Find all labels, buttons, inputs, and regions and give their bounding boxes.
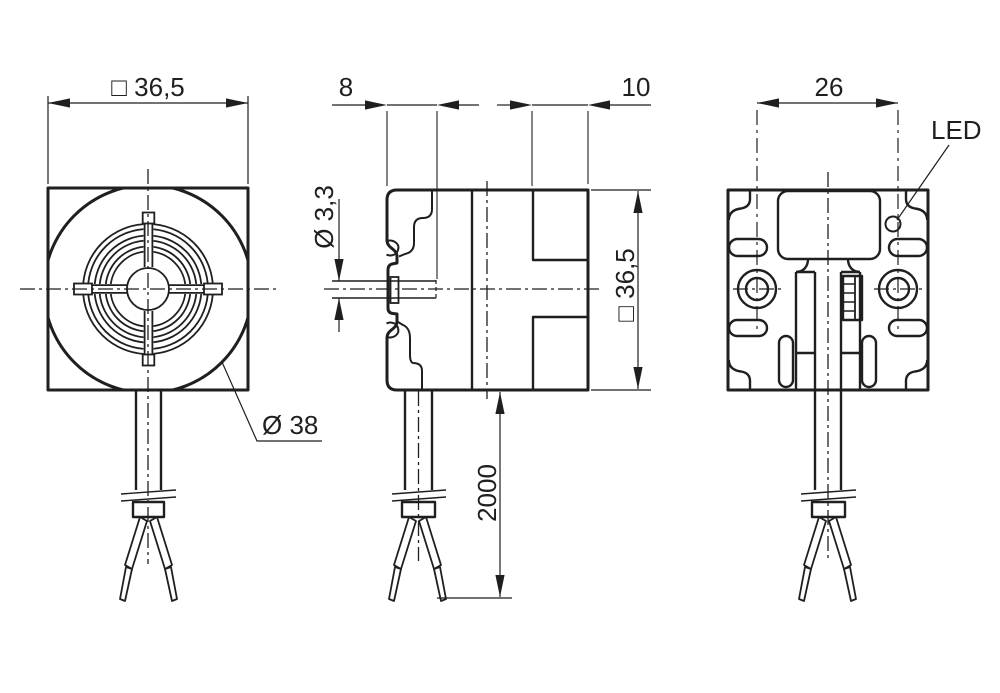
side-body-outline	[385, 188, 590, 392]
hole-spacing-dimension: 26	[756, 72, 899, 331]
side-height-dimension: □ 36,5	[591, 189, 651, 391]
rear-cable	[798, 390, 857, 602]
diameter-38-label: Ø 38	[262, 410, 318, 440]
side-cable	[388, 390, 447, 602]
led-label: LED	[931, 115, 982, 145]
rear-view: LED 26	[726, 72, 982, 602]
rear-cable-clamp	[794, 270, 864, 390]
side-height-dimension-label: □ 36,5	[610, 248, 640, 322]
led-callout: LED	[896, 115, 982, 221]
side-view: 8 10 Ø 3,3 □ 36,5	[309, 72, 651, 602]
diameter-38-callout: Ø 38	[221, 361, 322, 442]
cable-length-2000-label: 2000	[472, 464, 502, 522]
side-mounting-groove	[531, 190, 588, 390]
rear-terminal-cover	[776, 189, 882, 261]
depth-8-dimension-label: 8	[339, 72, 353, 102]
front-cable	[119, 390, 178, 602]
cable-length-dimension: 2000	[437, 392, 512, 599]
hole-spacing-26-label: 26	[815, 72, 844, 102]
side-hole-dimension: Ø 3,3	[309, 185, 344, 332]
front-view: □ 36,5 Ø 38	[20, 72, 322, 602]
front-width-dimension-label: □ 36,5	[111, 72, 185, 102]
hole-3-3-dimension-label: Ø 3,3	[309, 185, 339, 249]
rear-relief-slots	[727, 237, 929, 389]
front-width-dimension: □ 36,5	[47, 72, 249, 184]
led-indicator	[884, 215, 902, 233]
slot-10-dimension-label: 10	[622, 72, 651, 102]
side-depth-8-dimension: 8	[332, 72, 479, 279]
side-slot-10-dimension: 10	[497, 72, 651, 186]
